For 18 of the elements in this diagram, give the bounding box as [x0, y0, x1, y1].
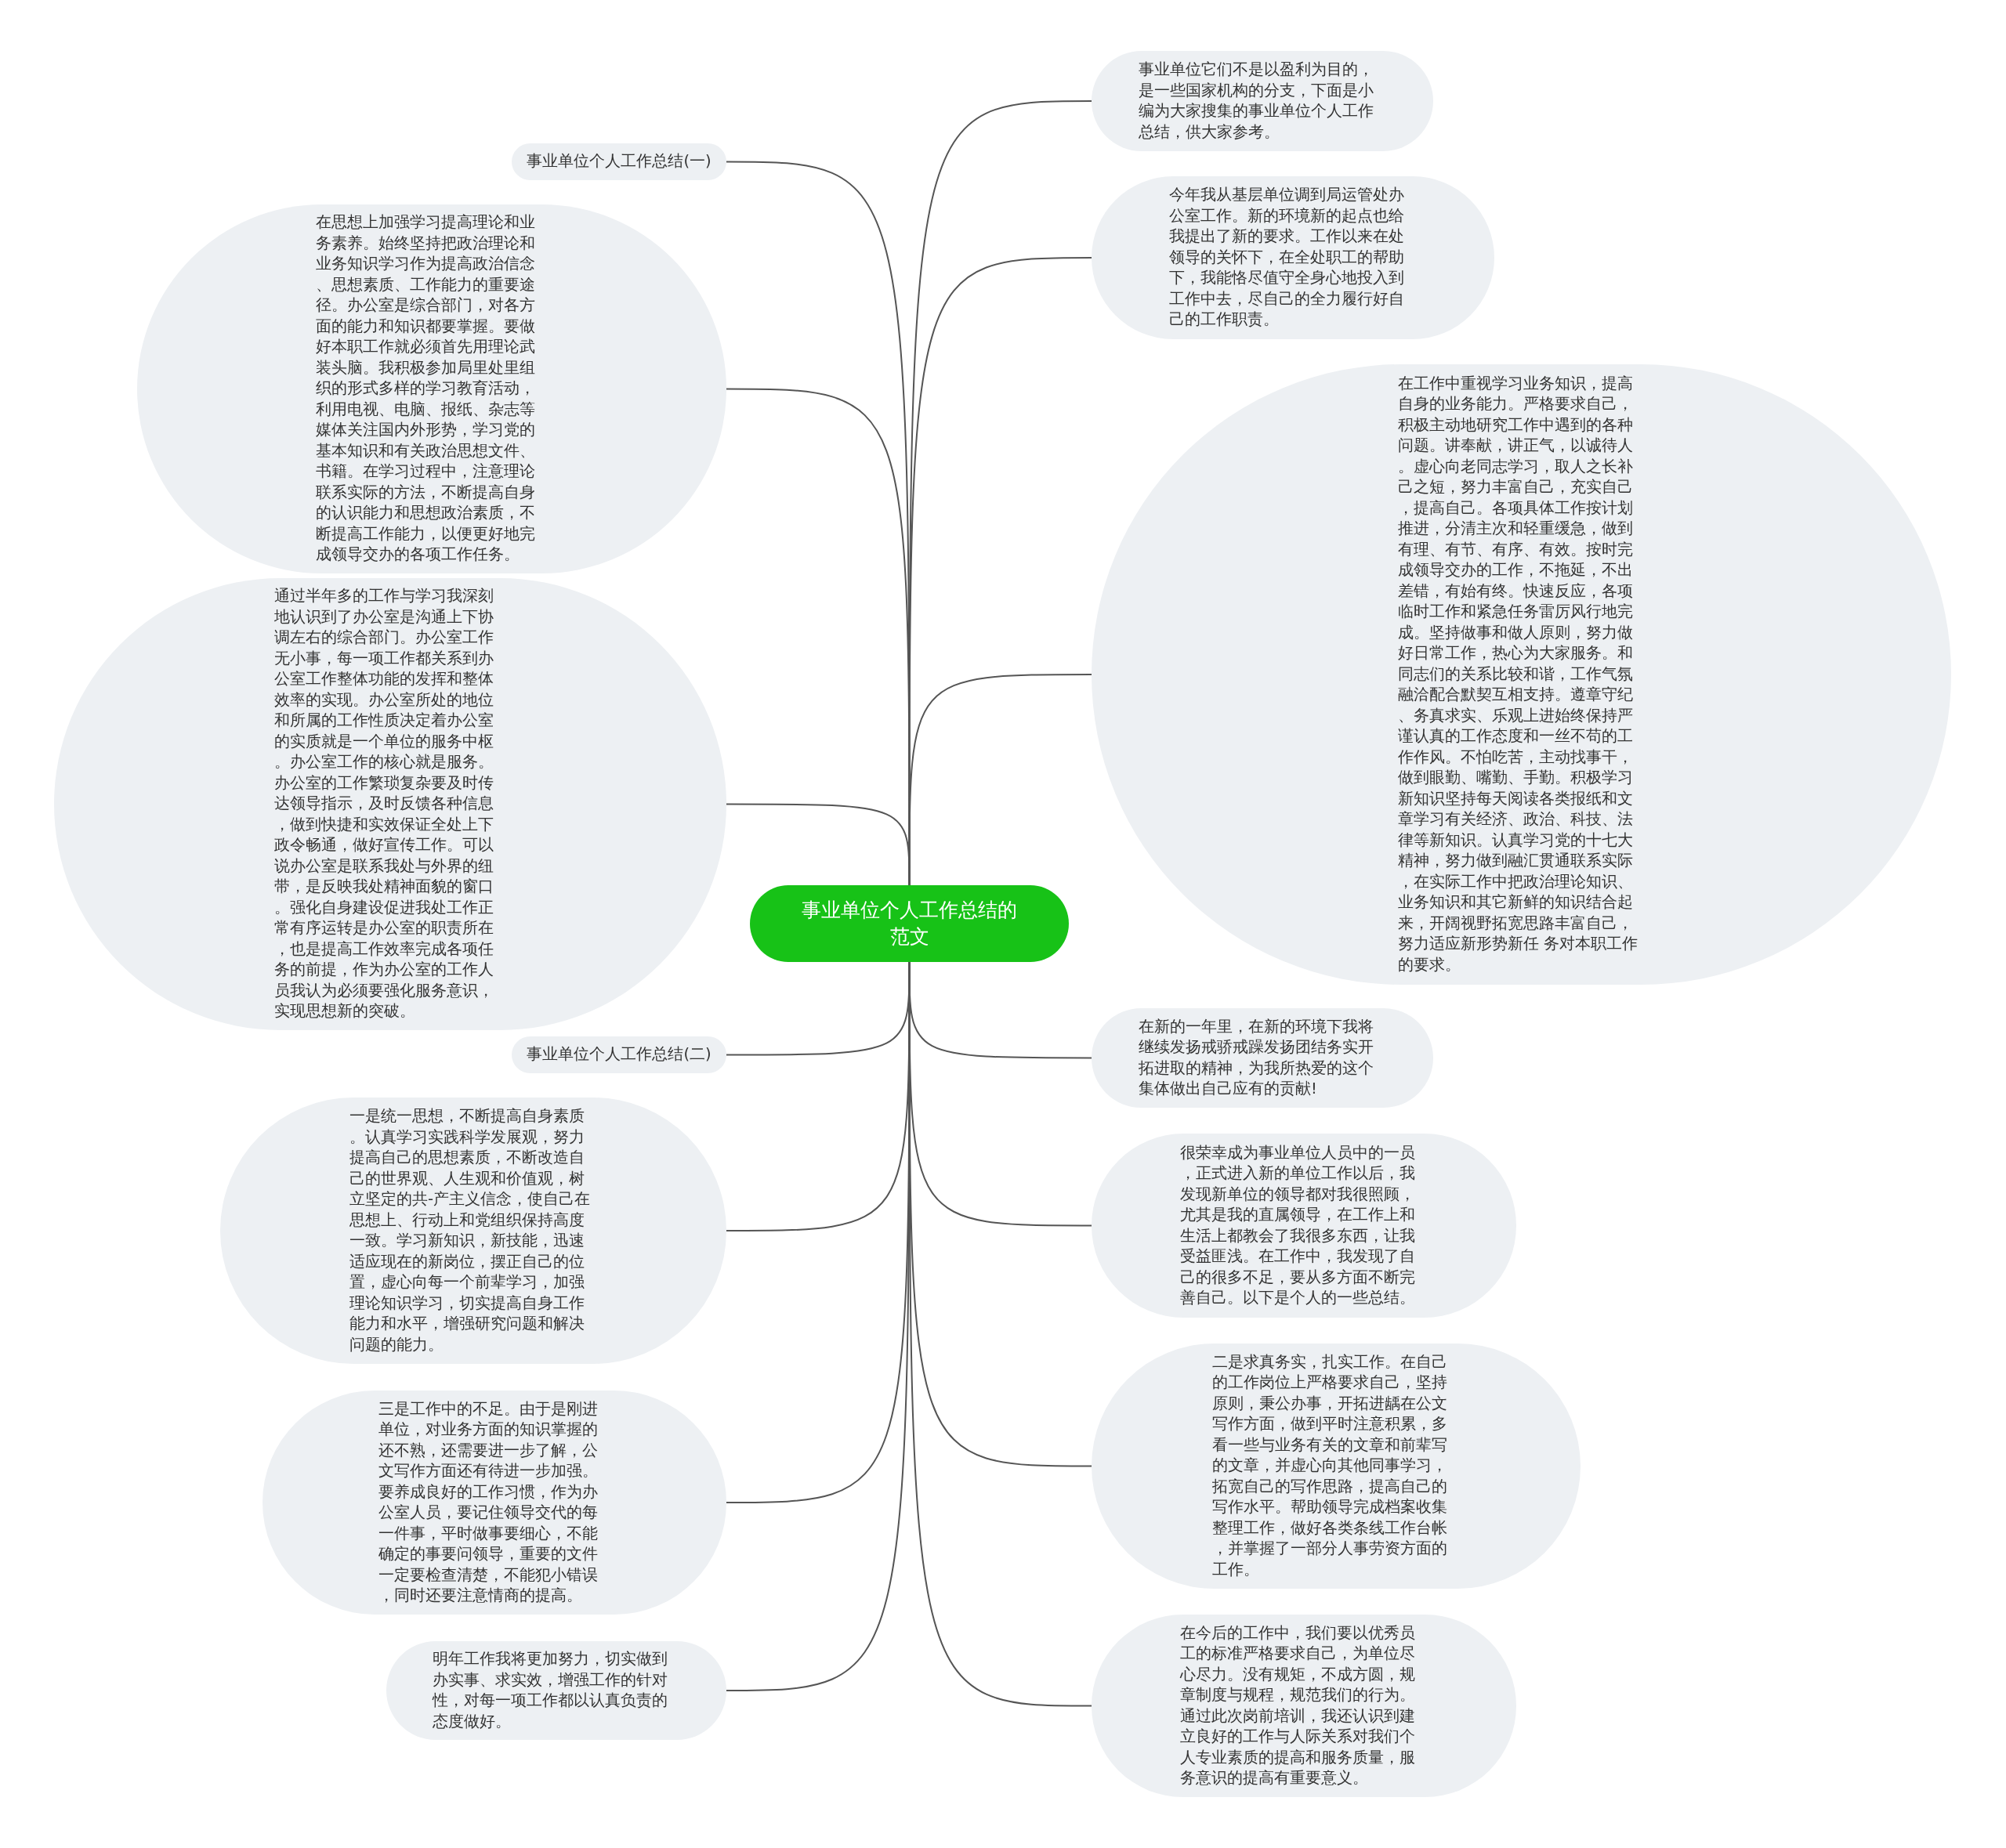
node-text: 事业单位个人工作总结(二) — [527, 1044, 712, 1065]
node-text: 今年我从基层单位调到局运管处办公室工作。新的环境新的起点也给我提出了新的要求。工作以来在处领导的关怀下，在全处职工的帮助下，我能恪尽值守全身心地投入到工作中去，尽自己的全力履行好自己的工作职责。 — [1169, 185, 1405, 331]
topic-node — [512, 143, 726, 180]
node-text: 通过半年多的工作与学习我深刻地认识到了办公室是沟通上下协调左右的综合部门。办公室工作无小事，每一项工作都关系到办公室工作整体功能的发挥和整体效率的实现。办公室所处的地位和所属的工作性质决定着办公室的实质就是一个单位的服务中枢。办公室工作的核心就是服务。办公室的工作繁琐复杂要及时传达领导指示，及时反馈各种信息，做到快捷和实效保证全处上下政令畅通，做好宣传工作。可以说办公室是联系我处与外界的纽带，是反映我处精神面貌的窗口。强化自身建设促进我处工作正常有序运转是办公室的职责所在，也是提高工作效率完成各项任务的前提，作为办公室的工作人员我认为必须要强化服务意识，实现思想新的突破。 — [274, 586, 494, 1022]
node-text: 事业单位它们不是以盈利为目的，是一些国家机构的分支，下面是小编为大家搜集的事业单位个人工作总结，供大家参考。 — [1139, 60, 1374, 143]
node-text: 一是统一思想，不断提高自身素质。认真学习实践科学发展观，努力提高自己的思想素质，不断改造自己的世界观、人生观和价值观，树立坚定的共-产主义信念，使自己在思想上、行动上和党组织保持高度一致。学习新知识，新技能，迅速适应现在的新岗位，摆正自己的位置，虚心向每一个前辈学习，加强理论知识学习，切实提高自身工作能力和水平，增强研究问题和解决问题的能力。 — [349, 1106, 592, 1355]
connector-line — [726, 803, 911, 886]
node-text: 在思想上加强学习提高理论和业务素养。始终坚持把政治理论和业务知识学习作为提高政治信念、思想素质、工作能力的重要途径。办公室是综合部门，对各方面的能力和知识都要掌握。要做好本职工作就必须首先用理论武装头脑。我积极参加局里处里组织的形式多样的学习教育活动，利用电视、电脑、报纸、杂志等媒体关注国内外形势，学习党的基本知识和有关政治思想文件、书籍。在学习过程中，注意理论联系实际的方法，不断提高自身的认识能力和思想政治素质，不断提高工作能力，以便更好地完成领导交办的各项工作任务。 — [316, 212, 536, 565]
node-text: 二是求真务实，扎实工作。在自己的工作岗位上严格要求自己，坚持原则，秉公办事，开拓进龋在公文写作方面，做到平时注意积累，多看一些与业务有关的文章和前辈写的文章，并虚心向其他同事学习，拓宽自己的写作思路，提高自己的写作水平。帮助领导完成档案收集整理工作，做好各类条线工作台帐，并掌握了一部分人事劳资方面的工作。 — [1212, 1351, 1448, 1580]
node-text: 明年工作我将更加努力，切实做到办实事、求实效，增强工作的针对性，对每一项工作都以认真负责的态度做好。 — [433, 1649, 668, 1732]
node-text: 在工作中重视学习业务知识，提高自身的业务能力。严格要求自己，积极主动地研究工作中遇到的各种问题。讲奉献，讲正气，以诚待人。虚心向老同志学习，取人之长补己之短，努力丰富自己，充实自己，提高自己。各项具体工作按计划推进，分清主次和轻重缓急，做到有理、有节、有序、有效。按时完成领导交办的工作，不拖延，不出差错，有始有终。快速反应，各项临时工作和紧急任务雷厉风行地完成。坚持做事和做人原则，努力做好日常工作，热心为大家服务。和同志们的关系比较和谐，工作气氛融洽配合默契互相支持。遵章守纪、务真求实、乐观上进始终保持严谨认真的工作态度和一丝不苟的工作作风。不怕吃苦，主动找事干，做到眼勤、嘴勤、手勤。积极学习新知识坚持每天阅读各类报纸和文章学习有关经济、政治、科技、法律等新知识。认真学习党的十七大精神，努力做到融汇贯通联系实际，在实际工作中把政治理论知识、业务知识和其它新鲜的知识结合起来，开阔视野拓宽思路丰富自己，努力适应新形势新任 务对本职工作的要求。 — [1397, 373, 1638, 975]
node-text: 很荣幸成为事业单位人员中的一员，正式进入新的单位工作以后，我发现新单位的领导都对我很照顾，尤其是我的直属领导，在工作上和生活上都教会了我很多东西，让我受益匪浅。在工作中，我发现了自己的很多不足，要从多方面不断完善自己。以下是个人的一些总结。 — [1180, 1142, 1416, 1308]
node-text: 事业单位个人工作总结(一) — [527, 151, 712, 172]
topic-node — [512, 1036, 726, 1073]
node-text: 在今后的工作中，我们要以优秀员工的标准严格要求自己，为单位尽心尽力。没有规矩，不成方圆，规章制度与规程，规范我们的行为。通过此次岗前培训，我还认识到建立良好的工作与人际关系对我们个人专业素质的提高和服务质量，服务意识的提高有重要意义。 — [1180, 1622, 1416, 1788]
node-text: 在新的一年里，在新的环境下我将继续发扬戒骄戒躁发扬团结务实开拓进取的精神，为我所热爱的这个集体做出自己应有的贡献! — [1139, 1016, 1374, 1099]
node-text: 三是工作中的不足。由于是刚进单位，对业务方面的知识掌握的还不熟，还需要进一步了解，公文写作方面还有待进一步加强。要养成良好的工作习惯，作为办公室人员，要记住领导交代的每一件事，平时做事要细心，不能确定的事要问领导，重要的文件一定要检查清楚，不能犯小错误，同时还要注意情商的提高。 — [378, 1398, 599, 1606]
node-text: 事业单位个人工作总结的范文 — [801, 898, 1018, 949]
